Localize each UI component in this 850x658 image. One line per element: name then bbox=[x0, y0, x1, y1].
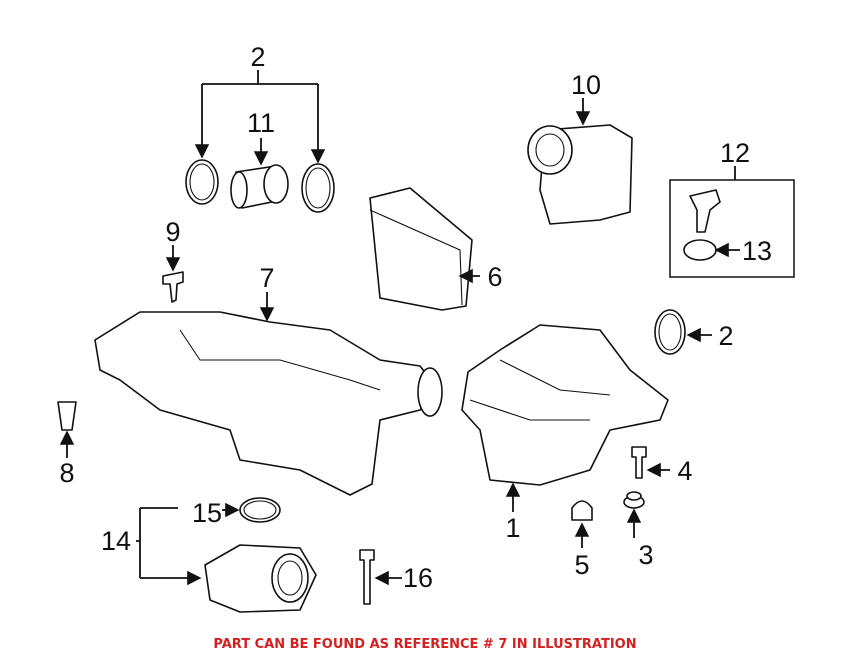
callout-6: 6 bbox=[487, 262, 502, 292]
air-cleaner-box[interactable] bbox=[461, 324, 669, 486]
clamp-right[interactable] bbox=[301, 163, 335, 213]
throttle-body[interactable] bbox=[204, 544, 317, 613]
air-filter-element[interactable] bbox=[369, 187, 473, 311]
bolt[interactable] bbox=[631, 446, 647, 479]
callout-11: 11 bbox=[247, 108, 275, 138]
sensor-o-ring[interactable] bbox=[683, 239, 717, 261]
grommet[interactable] bbox=[623, 491, 645, 509]
callout-8: 8 bbox=[59, 458, 74, 488]
sensor-kit-box bbox=[669, 179, 795, 278]
sensor[interactable] bbox=[689, 189, 721, 233]
callout-7: 7 bbox=[259, 263, 274, 293]
throttle-gasket[interactable] bbox=[239, 497, 281, 523]
callout-1: 1 bbox=[505, 513, 520, 543]
callout-12: 12 bbox=[720, 138, 750, 168]
cap[interactable] bbox=[571, 500, 593, 521]
rivet-nut[interactable] bbox=[57, 401, 77, 431]
intake-duct[interactable] bbox=[94, 311, 443, 496]
callout-13: 13 bbox=[742, 236, 772, 266]
mass-air-flow-housing[interactable] bbox=[527, 124, 633, 225]
callout-15: 15 bbox=[192, 498, 222, 528]
callout-9: 9 bbox=[165, 217, 180, 247]
callout-2-lower: 2 bbox=[718, 321, 733, 351]
callout-4: 4 bbox=[677, 456, 692, 486]
clamp-right-lower[interactable] bbox=[654, 309, 686, 355]
push-rivet[interactable] bbox=[162, 271, 184, 303]
clamp-left[interactable] bbox=[185, 159, 219, 205]
callout-14: 14 bbox=[101, 526, 131, 556]
intake-coupling[interactable] bbox=[230, 164, 289, 209]
reference-note: PART CAN BE FOUND AS REFERENCE # 7 IN IL… bbox=[213, 637, 637, 652]
callout-3: 3 bbox=[638, 540, 653, 570]
callout-2: 2 bbox=[250, 42, 265, 72]
callout-16: 16 bbox=[403, 563, 433, 593]
long-bolt[interactable] bbox=[359, 549, 375, 605]
callout-10: 10 bbox=[571, 70, 601, 100]
leader-lines bbox=[59, 70, 740, 578]
callout-5: 5 bbox=[574, 550, 589, 580]
